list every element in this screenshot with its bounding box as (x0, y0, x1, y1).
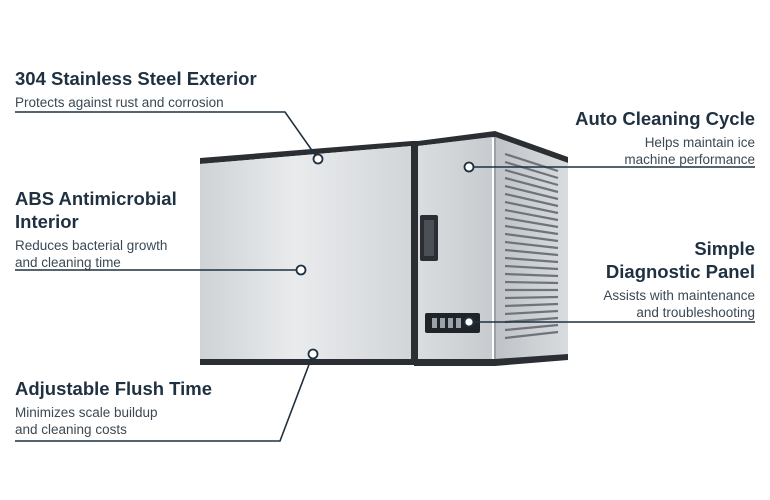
callout-diagnostic-desc: Assists with maintenance and troubleshoo… (603, 287, 755, 321)
callout-interior: ABS Antimicrobial Interior Reduces bacte… (15, 187, 177, 271)
callout-interior-title: ABS Antimicrobial Interior (15, 187, 177, 233)
bottom-trim-left (200, 359, 414, 365)
callout-interior-desc: Reduces bacterial growth and cleaning ti… (15, 237, 177, 271)
callout-flush-desc: Minimizes scale buildup and cleaning cos… (15, 404, 212, 438)
callout-cleaning-desc-line-1: Helps maintain ice (644, 135, 755, 150)
callout-cleaning-desc-line-2: machine performance (624, 152, 755, 167)
callout-cleaning-title: Auto Cleaning Cycle (575, 108, 755, 129)
callout-interior-title-line-2: Interior (15, 211, 79, 232)
callout-exterior-desc: Protects against rust and corrosion (15, 95, 224, 110)
callout-interior-desc-line-2: and cleaning time (15, 255, 121, 270)
callout-exterior-title: 304 Stainless Steel Exterior (15, 68, 257, 89)
top-trim (200, 131, 568, 164)
marker-exterior (312, 153, 324, 165)
callout-cleaning: Auto Cleaning Cycle Helps maintain ice m… (575, 107, 755, 168)
callout-interior-title-line-1: ABS Antimicrobial (15, 188, 177, 209)
callout-flush-desc-line-1: Minimizes scale buildup (15, 405, 158, 420)
side-vents (504, 152, 559, 340)
marker-interior (295, 264, 307, 276)
callout-exterior: 304 Stainless Steel Exterior Protects ag… (15, 67, 257, 111)
callout-flush-desc-line-2: and cleaning costs (15, 422, 127, 437)
marker-flush (307, 348, 319, 360)
callout-interior-desc-line-1: Reduces bacterial growth (15, 238, 168, 253)
callout-diagnostic-title-line-1: Simple (694, 238, 755, 259)
right-door-panel (418, 137, 492, 361)
callout-diagnostic: Simple Diagnostic Panel Assists with mai… (603, 237, 755, 321)
left-door-panel (200, 146, 412, 361)
marker-diagnostic (463, 316, 475, 328)
callout-flush: Adjustable Flush Time Minimizes scale bu… (15, 377, 212, 438)
callout-diagnostic-title-line-2: Diagnostic Panel (605, 261, 755, 282)
door-divider (411, 144, 418, 363)
markers (295, 153, 475, 360)
callout-diagnostic-title: Simple Diagnostic Panel (603, 237, 755, 283)
bottom-trim-right (414, 354, 568, 366)
leader-flush (15, 353, 314, 442)
leader-exterior (15, 111, 319, 160)
callout-diagnostic-desc-line-2: and troubleshooting (636, 305, 755, 320)
callout-diagnostic-desc-line-1: Assists with maintenance (603, 288, 755, 303)
leader-lines (15, 111, 755, 442)
marker-cleaning (463, 161, 475, 173)
callout-cleaning-desc: Helps maintain ice machine performance (575, 134, 755, 168)
callout-flush-title: Adjustable Flush Time (15, 378, 213, 399)
